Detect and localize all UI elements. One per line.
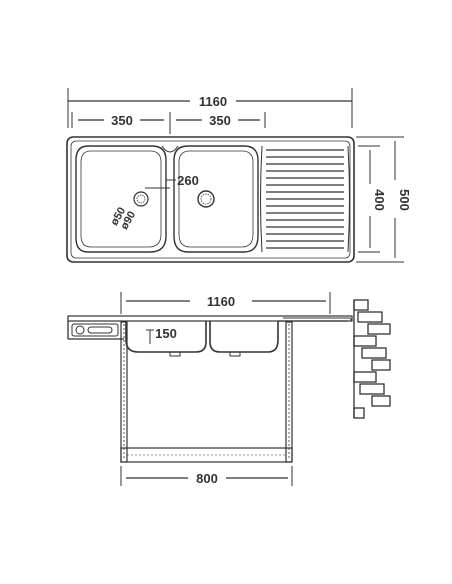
drainer-ribs (260, 145, 350, 253)
waste-outlet-left (133, 191, 149, 207)
label-bowl-width-right: 350 (209, 113, 231, 128)
sink-outline (66, 136, 355, 263)
dim-cabinet-width (120, 466, 293, 486)
label-bowl-width-left: 350 (111, 113, 133, 128)
label-top-overall-width: 1160 (199, 94, 227, 109)
dim-bowl-widths (71, 112, 266, 134)
brick-wall (353, 299, 391, 419)
centre-divider (161, 145, 179, 153)
overflow-fitting (71, 323, 119, 337)
dim-bowl-depth (145, 170, 176, 205)
label-overall-depth: 500 (397, 189, 412, 211)
label-cabinet-width: 800 (196, 471, 218, 486)
sink-profile-right-bowl (209, 321, 279, 353)
left-bowl (75, 145, 167, 253)
base-cabinet (120, 321, 293, 463)
label-side-overall-width: 1160 (207, 294, 235, 309)
top-view (66, 88, 404, 263)
label-drainer-depth: 400 (372, 189, 387, 211)
dim-side-overall-width (120, 292, 331, 314)
dim-top-overall-width (67, 88, 353, 128)
side-view (67, 292, 391, 486)
waste-outlet-right (197, 190, 215, 208)
label-bowl-height: 150 (155, 326, 177, 341)
dim-depths (356, 136, 404, 263)
label-bowl-depth: 260 (177, 173, 199, 188)
right-bowl (173, 145, 259, 253)
